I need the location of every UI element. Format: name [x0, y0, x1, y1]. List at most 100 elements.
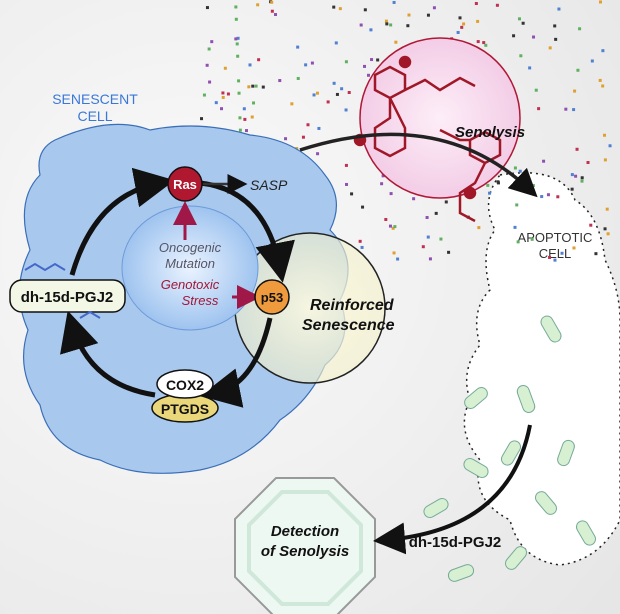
arrow-p53-to-cox2 [200, 317, 273, 408]
sasp-particle [344, 108, 348, 112]
sasp-particle [532, 35, 536, 39]
oncogenic-label-2: Mutation [165, 256, 215, 271]
sasp-particle [594, 252, 598, 256]
sasp-particle [363, 64, 367, 68]
sasp-particle [237, 91, 241, 95]
apoptotic-label-1: APOPTOTIC [518, 230, 593, 245]
sasp-particle [518, 169, 522, 173]
sasp-particle [234, 37, 238, 41]
sasp-particle [570, 187, 574, 191]
pgj2-left-label: dh-15d-PGJ2 [21, 289, 114, 306]
ras-node [167, 166, 203, 202]
sasp-particle [376, 58, 380, 62]
arrow-pgj2-to-ras [69, 167, 175, 276]
sasp-particle [477, 226, 481, 230]
sasp-particle [237, 79, 241, 83]
sasp-particle [238, 128, 242, 132]
sasp-particle [392, 0, 396, 4]
sasp-particle [254, 84, 258, 88]
sasp-particle [528, 66, 532, 70]
sasp-particle [385, 22, 389, 26]
cox2-label: COX2 [166, 377, 204, 393]
sasp-particle [205, 63, 209, 67]
sasp-particle [223, 66, 227, 70]
arrow-sasp-to-apoptosis [299, 132, 538, 198]
sasp-particle [444, 200, 448, 204]
genotoxic-label-2: Stress [182, 293, 219, 308]
sasp-particle [317, 126, 321, 130]
sasp-particle [205, 6, 209, 10]
sasp-particle [496, 180, 500, 184]
sasp-label: SASP [250, 177, 288, 193]
sasp-particle [460, 25, 464, 29]
sasp-particle [590, 59, 594, 63]
sasp-particle [554, 37, 558, 41]
senolysis-circle [359, 37, 521, 199]
sasp-particle [210, 40, 214, 44]
sasp-particle [236, 36, 240, 40]
sasp-particle [432, 6, 436, 10]
sasp-particle [476, 40, 480, 44]
sasp-particle [589, 223, 593, 227]
sasp-particle [572, 108, 576, 112]
p53-node [254, 279, 290, 315]
sasp-particle [575, 147, 579, 151]
sasp-particle [226, 92, 230, 96]
sasp-particle [340, 87, 344, 91]
sasp-particle [208, 80, 212, 84]
sasp-particle [326, 100, 330, 104]
sasp-particle [458, 16, 462, 20]
arrow-ptgds-to-pgj2 [60, 310, 156, 398]
sasp-particle [350, 192, 354, 196]
sasp-particle [553, 24, 557, 28]
sasp-particle [315, 91, 319, 95]
sasp-particle [462, 22, 466, 26]
ptgds-label: PTGDS [161, 401, 209, 417]
sasp-particle [407, 13, 411, 17]
sasp-particle [428, 257, 432, 261]
sasp-particle [252, 101, 256, 105]
sasp-particle [580, 179, 584, 183]
sasp-particle [516, 240, 520, 244]
apoptotic-cell [463, 172, 620, 566]
sasp-particle [564, 107, 568, 111]
sasp-particle [251, 84, 255, 88]
sasp-particle [447, 250, 451, 254]
sasp-particle [601, 84, 605, 88]
ras-label: Ras [173, 177, 197, 192]
senescent-cell-label-2: CELL [77, 108, 112, 124]
sasp-particle [534, 88, 538, 92]
sasp-particle [572, 246, 576, 250]
sasp-particle [234, 5, 238, 9]
sasp-particle [608, 144, 612, 148]
sasp-particle [306, 123, 310, 127]
sasp-particle [439, 237, 443, 241]
sasp-particle [573, 89, 577, 93]
sasp-particle [406, 24, 410, 28]
sasp-particle [332, 5, 336, 9]
sasp-particle [392, 251, 396, 255]
sasp-particle [515, 203, 519, 207]
detection-octagon-inner [247, 490, 363, 606]
cox2-node [156, 369, 214, 399]
sasp-particle [426, 235, 430, 239]
sasp-particle [344, 163, 348, 167]
sasp-particle [425, 215, 429, 219]
sasp-particle [482, 41, 486, 45]
sasp-particle [586, 161, 590, 165]
sasp-particle [486, 183, 490, 187]
sasp-particle [257, 58, 261, 62]
senolysis-label: Senolysis [455, 124, 525, 141]
sasp-particle [576, 68, 580, 72]
sasp-particle [236, 54, 240, 58]
sasp-particle [242, 107, 246, 111]
sasp-particle [335, 92, 339, 96]
sasp-particle [312, 93, 316, 97]
sasp-particle [261, 85, 265, 89]
sasp-particle [530, 237, 534, 241]
senescent-cell-label-1: SENESCENT [52, 91, 138, 107]
sasp-particle [512, 34, 516, 38]
reinforced-label-2: Senescence [302, 317, 395, 334]
arrow-ras-to-p53 [199, 180, 295, 283]
